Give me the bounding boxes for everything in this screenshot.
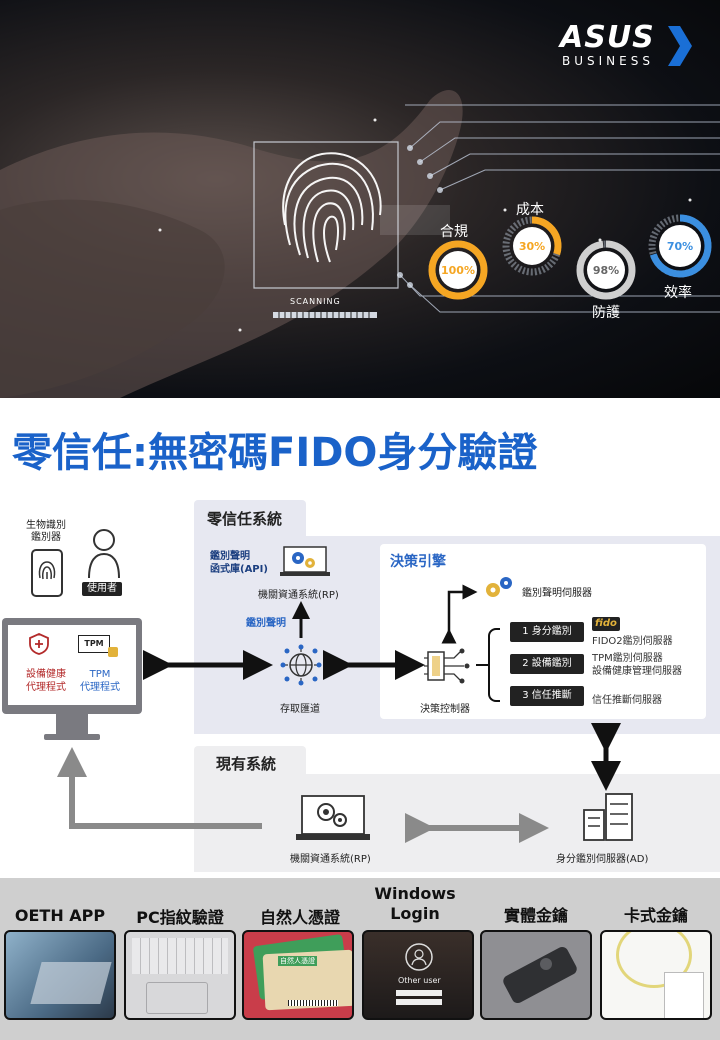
thumb-citizen-cert: 自然人憑證	[242, 930, 354, 1020]
efficiency-gauge-value: 70%	[667, 240, 693, 253]
category-citizen-cert: 自然人憑證	[259, 908, 340, 927]
server-icon	[583, 793, 633, 841]
category-security-key: 實體金鑰	[503, 906, 568, 925]
api-label: 鑑別聲明函式庫(API)	[210, 551, 268, 575]
lock-icon	[108, 647, 118, 657]
efficiency-gauge-arc	[648, 214, 712, 278]
step-2-badge: 2 設備鑑別	[510, 654, 584, 674]
zero-trust-header: 零信任系統	[207, 510, 283, 528]
legacy-rp-label: 機關資通系統(RP)	[290, 854, 371, 865]
cost-label: 成本	[516, 202, 544, 218]
chevron-right-icon	[668, 26, 692, 66]
category-pc-fingerprint: PC指紋驗證	[136, 908, 224, 927]
gears-icon	[486, 577, 512, 597]
cert-card-text: 自然人憑證	[278, 956, 317, 966]
legacy-header: 現有系統	[216, 755, 277, 773]
phone-fingerprint-icon	[31, 549, 63, 597]
fido-logo: fido	[592, 617, 620, 631]
thumb-windows-login: Other user	[362, 930, 474, 1020]
monitor-base	[44, 734, 100, 740]
access-gateway-label: 存取匯道	[280, 704, 320, 715]
category-card-key: 卡式金鑰	[623, 906, 688, 925]
tpm-chip-icon: TPM	[78, 635, 110, 653]
protection-gauge-arc	[576, 240, 636, 300]
protection-gauge: 98%	[576, 240, 636, 300]
category-login: Login	[390, 904, 440, 923]
protection-gauge-value: 98%	[593, 264, 619, 277]
page-title: 零信任:無密碼FIDO身分驗證	[12, 430, 538, 476]
gateway-globe-icon	[280, 644, 322, 686]
protection-label: 防護	[592, 305, 620, 321]
legacy-laptop-icon	[296, 795, 370, 840]
decision-engine-label: 決策引擎	[390, 554, 446, 570]
compliance-gauge: 100%	[428, 240, 488, 300]
other-user-text: Other user	[398, 976, 441, 985]
category-oeth-app: OETH APP	[14, 906, 106, 925]
auth-claim-label: 鑑別聲明	[246, 618, 286, 629]
biometric-label: 生物識別鑑別器	[26, 520, 66, 543]
efficiency-gauge: 70%	[648, 214, 712, 278]
claim-server-label: 鑑別聲明伺服器	[522, 588, 592, 599]
diagram-arrows	[57, 584, 621, 843]
user-avatar-icon	[405, 943, 433, 971]
compliance-label: 合規	[440, 224, 468, 240]
device-health-agent: 設備健康代理程式	[26, 669, 66, 693]
efficiency-label: 效率	[664, 285, 692, 301]
legacy-tab	[194, 746, 306, 776]
shield-plus-icon	[29, 633, 49, 655]
hero-banner: 100%30%98%70% ASUS BUSINESS SCANNING 合規 …	[0, 0, 720, 398]
user-icon	[88, 529, 120, 579]
step-1-desc: FIDO2鑑別伺服器	[592, 636, 673, 647]
controller-chip-icon	[424, 648, 470, 684]
step-2-desc: TPM鑑別伺服器設備健康管理伺服器	[592, 653, 682, 677]
rp-system-label: 機關資通系統(RP)	[258, 590, 339, 601]
thumb-oeth-app	[4, 930, 116, 1020]
architecture-diagram: 零信任系統 決策引擎 現有系統 生物識別鑑別器 使用者 TPM 設備健康代理程式…	[0, 498, 720, 878]
category-windows: Windows	[374, 884, 456, 903]
compliance-gauge-value: 100%	[441, 264, 475, 277]
laptop-gear-icon	[280, 546, 330, 576]
decision-controller-label: 決策控制器	[420, 704, 470, 715]
ad-server-label: 身分鑑別伺服器(AD)	[556, 854, 649, 865]
asus-logo-text: ASUS	[560, 20, 655, 55]
brace-icon	[488, 628, 500, 702]
cost-gauge: 30%	[502, 216, 562, 276]
thumb-pc-fingerprint	[124, 930, 236, 1020]
zero-trust-tab	[194, 500, 306, 540]
monitor-stand	[56, 714, 88, 736]
step-3-desc: 信任推斷伺服器	[592, 695, 662, 706]
compliance-gauge-arc	[428, 240, 488, 300]
title-section: 零信任:無密碼FIDO身分驗證	[0, 398, 720, 498]
cost-gauge-arc	[502, 216, 562, 276]
scanning-label: SCANNING	[290, 297, 341, 306]
business-logo-text: BUSINESS	[562, 54, 654, 68]
step-3-badge: 3 信任推斷	[510, 686, 584, 706]
step-1-badge: 1 身分鑑別	[510, 622, 584, 642]
cost-gauge-value: 30%	[519, 240, 545, 253]
thumb-card-key	[600, 930, 712, 1020]
hero-graphic: 100% 30% 98% 70%	[0, 90, 720, 398]
thumb-security-key	[480, 930, 592, 1020]
user-badge: 使用者	[82, 582, 122, 596]
asus-business-logo: ASUS BUSINESS	[560, 20, 700, 70]
